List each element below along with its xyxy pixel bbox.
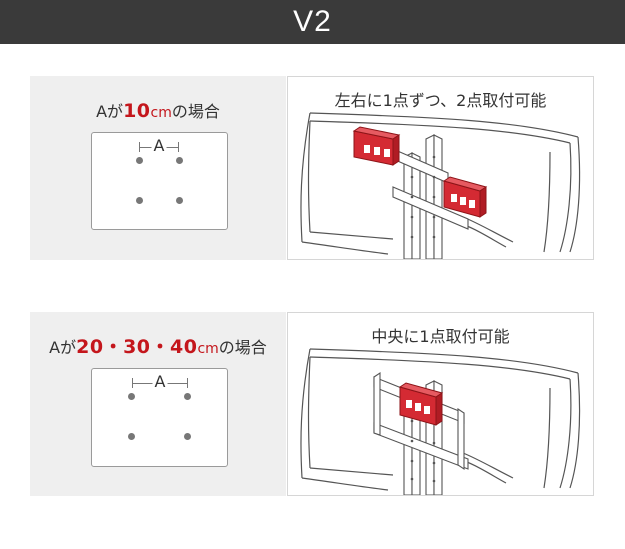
mount-hole — [184, 393, 191, 400]
two-bracket-mount-illustration — [300, 112, 581, 259]
case-title-value-group: 10cm — [123, 100, 172, 122]
mount-hole — [176, 157, 183, 164]
a-dimension-marker: A — [132, 372, 188, 391]
case-title-prefix: Aが — [49, 338, 77, 357]
case-title-unit: cm — [150, 105, 172, 121]
mount-hole — [136, 157, 143, 164]
vesa-plate-diagram: A — [91, 132, 228, 230]
illustration-title: 中央に1点取付可能 — [371, 327, 510, 346]
a-dimension-marker: A — [139, 136, 179, 155]
mount-hole — [184, 433, 191, 440]
illustration-title: 左右に1点ずつ、2点取付可能 — [334, 91, 547, 110]
center-bracket-mount-illustration — [300, 348, 581, 495]
mount-hole — [136, 197, 143, 204]
case-section-10cm: Aが10cmの場合 A 左右に1点ずつ、2点取付可能 — [30, 76, 594, 260]
case-title-prefix: Aが — [96, 102, 124, 121]
case-title: Aが10cmの場合 — [30, 98, 286, 122]
case-title-suffix: の場合 — [171, 102, 220, 121]
case-section-20-30-40cm: Aが20・30・40cmの場合 A 中央に1点取付可能 — [30, 312, 594, 496]
mount-illustration-panel: 中央に1点取付可能 — [287, 312, 594, 496]
a-dimension-label: A — [152, 372, 168, 391]
hole-pattern-panel: Aが20・30・40cmの場合 A — [30, 312, 286, 496]
a-dimension-label: A — [151, 136, 167, 155]
mount-hole — [128, 433, 135, 440]
vesa-plate-diagram: A — [91, 368, 228, 467]
center-red-bracket — [398, 382, 444, 426]
case-title-value-group: 20・30・40cm — [76, 336, 219, 358]
case-title-value: 20・30・40 — [76, 336, 198, 358]
mount-hole — [128, 393, 135, 400]
mount-illustration-panel: 左右に1点ずつ、2点取付可能 — [287, 76, 594, 260]
hole-pattern-panel: Aが10cmの場合 A — [30, 76, 286, 260]
case-title-suffix: の場合 — [218, 338, 267, 357]
header-title: V2 — [293, 5, 332, 38]
right-red-bracket — [442, 176, 488, 218]
case-title: Aが20・30・40cmの場合 — [30, 332, 286, 359]
case-title-value: 10 — [123, 100, 151, 122]
page-header: V2 — [0, 0, 625, 44]
mount-hole — [176, 197, 183, 204]
left-red-bracket — [352, 126, 401, 166]
case-title-unit: cm — [197, 341, 219, 357]
